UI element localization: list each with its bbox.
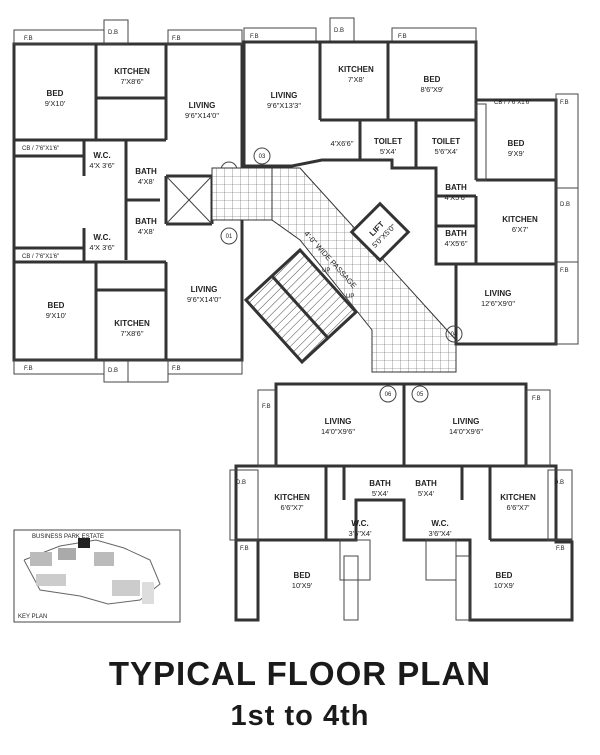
fb-label: F.B xyxy=(262,404,271,410)
fb-label: F.B xyxy=(172,366,181,372)
room-dimension: 9'6"X13'3" xyxy=(267,101,301,110)
room-label: KITCHEN xyxy=(502,215,538,224)
cupboard-label: CB / 7'6"X1'6" xyxy=(494,100,531,106)
room-dimension: 9'6"X14'0" xyxy=(185,111,219,120)
room-dimension: 7'X8'6" xyxy=(120,329,143,338)
fb-label: F.B xyxy=(560,268,569,274)
key-plan: BUSINESS PARK ESTATE KEY PLAN xyxy=(13,529,181,623)
bottom-wing: F.B F.B D.B D.B F.B F.B 06 05 LIVING 14'… xyxy=(229,382,574,622)
room-label: TOILET xyxy=(432,137,460,146)
room-label: BED xyxy=(294,571,311,580)
room-label: BED xyxy=(424,75,441,84)
room-dimension: 14'0"X9'6" xyxy=(449,427,483,436)
flat-number: 01 xyxy=(226,234,233,240)
room-label: KITCHEN xyxy=(500,493,536,502)
room-label: LIVING xyxy=(325,417,352,426)
room-label: BATH xyxy=(445,183,467,192)
stair-up-label: UP xyxy=(322,268,330,274)
room-dimension: 4'X 3'6" xyxy=(89,161,114,170)
flat-number: 06 xyxy=(385,392,392,398)
room-dimension: 9'X10' xyxy=(45,99,66,108)
room-label: LIVING xyxy=(453,417,480,426)
flat-number: 03 xyxy=(259,154,266,160)
page-title: TYPICAL FLOOR PLAN xyxy=(108,655,492,692)
fb-label: F.B xyxy=(560,100,569,106)
fb-label: F.B xyxy=(250,34,259,40)
db-label: D.B xyxy=(236,480,246,486)
room-dimension: 6'6"X7' xyxy=(280,503,304,512)
room-label: KITCHEN xyxy=(274,493,310,502)
floor-plan-diagram: F.B D.B F.B F.B D.B F.B BED 9'X10' KITCH… xyxy=(12,17,579,623)
room-label: W.C. xyxy=(431,519,448,528)
cupboard-label: CB / 7'6"X1'6" xyxy=(22,146,59,152)
room-label: KITCHEN xyxy=(338,65,374,74)
room-dimension: 9'6"X14'0" xyxy=(187,295,221,304)
room-label: BED xyxy=(47,89,64,98)
room-label: BATH xyxy=(135,167,157,176)
room-dimension: 7'X8' xyxy=(348,75,365,84)
room-label: BATH xyxy=(369,479,391,488)
fb-label: F.B xyxy=(240,546,249,552)
lobby-core: LIFT 5'0"X5'0" 4'-0" WIDE PASSAGE UP UP … xyxy=(211,147,457,373)
room-dimension: 8'6"X9' xyxy=(420,85,444,94)
room-dimension: 10'X9' xyxy=(494,581,515,590)
db-label: D.B xyxy=(108,30,118,36)
room-label: W.C. xyxy=(93,233,110,242)
room-dimension: 3'6"X4' xyxy=(348,529,372,538)
db-label: D.B xyxy=(560,202,570,208)
page-subtitle: 1st to 4th xyxy=(230,700,370,732)
room-dimension: 12'6"X9'0" xyxy=(481,299,515,308)
db-label: D.B xyxy=(334,28,344,34)
room-dimension: 9'X10' xyxy=(46,311,67,320)
room-dimension: 5'X4' xyxy=(380,147,397,156)
room-dimension: 10'X9' xyxy=(292,581,313,590)
room-dimension: 7'X8'6" xyxy=(120,77,143,86)
room-label: BED xyxy=(496,571,513,580)
room-label: KITCHEN xyxy=(114,67,150,76)
room-label: LIVING xyxy=(271,91,298,100)
fb-label: F.B xyxy=(24,366,33,372)
room-label: BED xyxy=(48,301,65,310)
room-label: BATH xyxy=(415,479,437,488)
room-dimension: 14'0"X9'6" xyxy=(321,427,355,436)
room-label: W.C. xyxy=(351,519,368,528)
room-label: LIVING xyxy=(189,101,216,110)
fb-label: F.B xyxy=(172,36,181,42)
room-label: LIVING xyxy=(485,289,512,298)
flat-number: 04 xyxy=(451,332,458,338)
left-wing: F.B D.B F.B F.B D.B F.B BED 9'X10' KITCH… xyxy=(12,19,244,383)
room-dimension: 5'X4' xyxy=(418,489,435,498)
room-dimension: 6'X7' xyxy=(512,225,529,234)
room-dimension: 3'6"X4' xyxy=(428,529,452,538)
room-label: BATH xyxy=(445,229,467,238)
room-dimension: 4'X8' xyxy=(138,177,155,186)
key-plan-caption: KEY PLAN xyxy=(18,614,47,620)
room-label: BATH xyxy=(135,217,157,226)
cupboard-label: CB / 7'6"X1'6" xyxy=(22,254,59,260)
room-dimension: 4'X8' xyxy=(138,227,155,236)
stair-up-label: UP xyxy=(346,294,354,300)
room-dimension: 6'6"X7' xyxy=(506,503,530,512)
room-dimension: 4'X6'6" xyxy=(330,139,353,148)
fb-label: F.B xyxy=(556,546,565,552)
room-label: BED xyxy=(508,139,525,148)
db-label: D.B xyxy=(108,368,118,374)
room-dimension: 5'6"X4' xyxy=(434,147,458,156)
flat-number: 05 xyxy=(417,392,424,398)
room-dimension: 4'X5'6" xyxy=(444,193,467,202)
fb-label: F.B xyxy=(24,36,33,42)
room-dimension: 4'X5'6" xyxy=(444,239,467,248)
room-dimension: 4'X 3'6" xyxy=(89,243,114,252)
db-label: D.B xyxy=(554,480,564,486)
room-label: KITCHEN xyxy=(114,319,150,328)
room-label: TOILET xyxy=(374,137,402,146)
fb-label: F.B xyxy=(398,34,407,40)
room-label: LIVING xyxy=(191,285,218,294)
fb-label: F.B xyxy=(532,396,541,402)
room-dimension: 9'X9' xyxy=(508,149,525,158)
room-label: W.C. xyxy=(93,151,110,160)
key-plan-label: BUSINESS PARK ESTATE xyxy=(32,534,104,540)
room-dimension: 5'X4' xyxy=(372,489,389,498)
right-wing: F.B D.B F.B F.B D.B F.B CB / 7'6"X1'6" L… xyxy=(242,17,579,346)
